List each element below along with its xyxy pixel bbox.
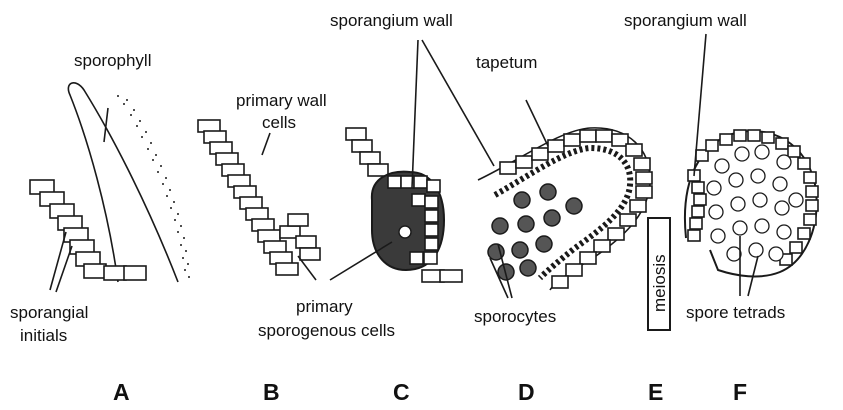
label-spore-tetrads: spore tetrads [686,303,785,322]
sporangial-initial-cells [30,180,146,280]
label-tapetum: tapetum [476,53,537,72]
panel-letter-f: F [733,379,747,405]
label-primary-sporogenous-line2: sporogenous cells [258,321,395,340]
label-sporangium-wall-right: sporangium wall [624,11,747,30]
stage-d-figure: tapetum sporocytes [474,53,652,326]
leader-sporangium-wall-c [412,40,418,188]
label-sporangial-initials-line1: sporangial [10,303,88,322]
stage-b-figure: primary wall cells [198,91,327,275]
leader-sporangial-initials-2 [56,246,72,292]
label-sporophyll: sporophyll [74,51,152,70]
label-meiosis: meiosis [650,254,669,312]
sporangium-wall-label-top: sporangium wall [330,11,494,188]
leader-primary-wall-cells [262,133,270,155]
meiosis-box: meiosis [648,218,670,330]
panel-letter-b: B [263,379,280,405]
label-primary-wall-line2: cells [262,113,296,132]
panel-letter-a: A [113,379,130,405]
panel-letter-d: D [518,379,535,405]
label-primary-wall-line1: primary wall [236,91,327,110]
leader-tapetum [526,100,548,146]
panel-letter-c: C [393,379,410,405]
panel-letter-e: E [648,379,663,405]
label-sporangium-wall-top: sporangium wall [330,11,453,30]
label-sporocytes: sporocytes [474,307,556,326]
label-sporangial-initials-line2: initials [20,326,67,345]
label-primary-sporogenous-line1: primary [296,297,353,316]
stage-a-figure: sporophyll sporangial initials [10,51,190,345]
sporophyll-stipple [117,95,190,278]
primary-wall-cell-file [198,120,320,275]
leader-sporangial-initials-1 [50,232,66,290]
